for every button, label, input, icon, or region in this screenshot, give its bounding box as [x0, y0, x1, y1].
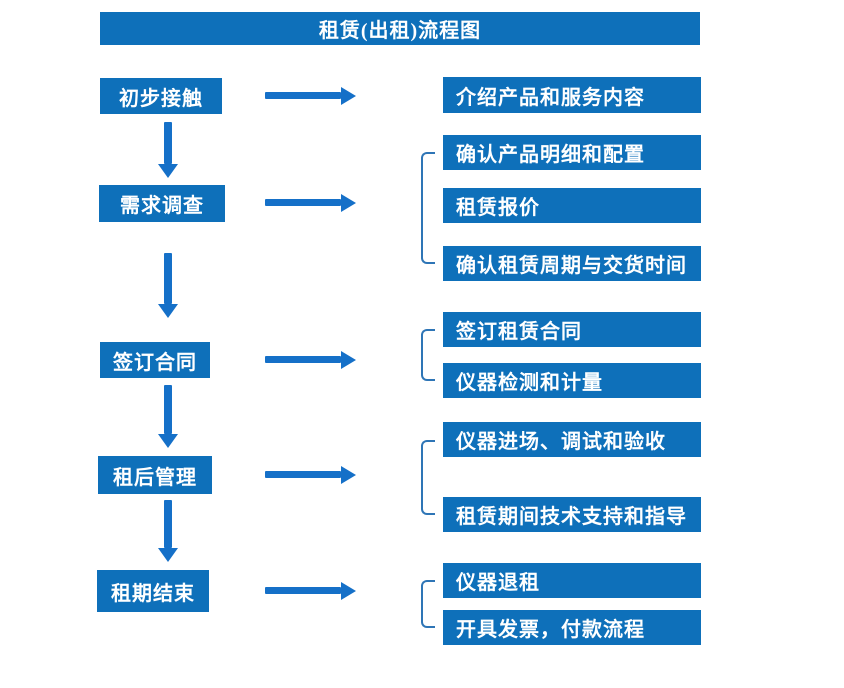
arrow-head-icon [158, 434, 178, 448]
detail-box: 开具发票，付款流程 [443, 610, 701, 645]
detail-box: 签订租赁合同 [443, 312, 701, 347]
step-box-sign-contract: 签订合同 [100, 342, 210, 378]
arrow-shaft [164, 253, 172, 304]
arrow-shaft [164, 385, 172, 434]
step-box-initial-contact: 初步接触 [100, 78, 222, 114]
arrow-head-icon [158, 304, 178, 318]
detail-box: 仪器退租 [443, 563, 701, 598]
arrow-head-icon [341, 351, 356, 369]
detail-box: 确认产品明细和配置 [443, 135, 701, 170]
diagram-title: 租赁(出租)流程图 [100, 12, 700, 45]
detail-box: 租赁期间技术支持和指导 [443, 497, 701, 532]
detail-box: 介绍产品和服务内容 [443, 77, 701, 113]
arrow-head-icon [341, 466, 356, 484]
arrow-shaft [265, 199, 341, 206]
bracket-group-5 [421, 580, 435, 628]
detail-box: 租赁报价 [443, 188, 701, 223]
arrow-head-icon [158, 164, 178, 178]
arrow-shaft [265, 92, 341, 99]
arrow-head-icon [341, 194, 356, 212]
step-box-rental-end: 租期结束 [97, 570, 209, 612]
detail-box: 确认租赁周期与交货时间 [443, 246, 701, 281]
detail-box: 仪器检测和计量 [443, 363, 701, 398]
step-box-post-rental-management: 租后管理 [98, 456, 212, 494]
arrow-shaft [265, 356, 341, 363]
arrow-head-icon [341, 87, 356, 105]
bracket-group-4 [421, 440, 435, 515]
arrow-shaft [164, 500, 172, 548]
step-box-demand-survey: 需求调查 [99, 185, 225, 222]
detail-box: 仪器进场、调试和验收 [443, 422, 701, 457]
arrow-shaft [265, 471, 341, 478]
bracket-group-2 [421, 152, 435, 264]
arrow-head-icon [158, 548, 178, 562]
arrow-shaft [164, 122, 172, 164]
arrow-head-icon [341, 582, 356, 600]
bracket-group-3 [421, 329, 435, 381]
arrow-shaft [265, 587, 341, 594]
